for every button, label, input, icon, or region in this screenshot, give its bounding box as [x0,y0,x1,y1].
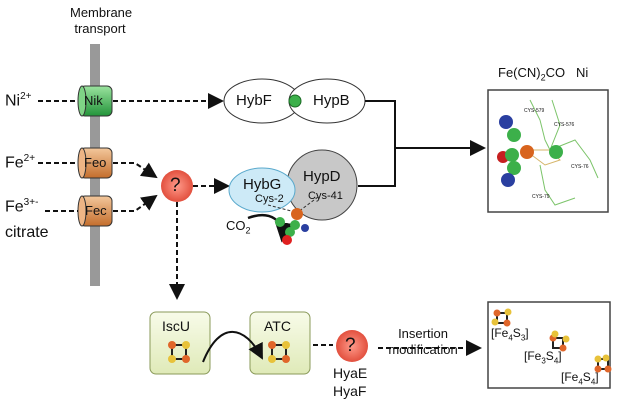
hybg-shape [228,167,296,213]
fe2-ion-label: Fe2+ [5,153,35,172]
atc-label: ATC [264,318,291,334]
co2-label: CO2 [226,218,251,236]
cluster-fe3s4: [Fe3S4] [524,349,562,365]
hypd-cys-label: Cys-41 [308,190,343,202]
fe3-text: Fe [5,198,24,216]
nickel-ball [288,94,302,108]
cys-579-label: CYS-579 [524,108,545,114]
fe2-charge: 2+ [23,153,36,164]
c1n1: 4 [508,333,513,343]
cluster-fe4s4: [Fe4S4] [561,370,599,386]
fe-cn-sub: 2 [540,72,546,83]
hybf-label: HybF [236,92,272,109]
co2-sub: 2 [245,225,251,236]
citrate-label: citrate [5,224,49,241]
ni-text: Ni [5,92,21,110]
clusters-box [487,301,611,389]
cys-76-label: CYS-76 [571,164,589,170]
fec-to-unknown-arrow [113,194,158,212]
fe2-text: Fe [5,154,24,172]
fe3-charge: 3+- [23,197,39,208]
nik-label: Nik [84,93,103,108]
unknown-circle-2 [336,330,368,362]
c3c: ] [595,370,599,384]
active-site-label: Fe(CN)2CO [498,65,565,83]
c2a: [Fe [524,349,542,363]
feo-label: Feo [84,155,107,170]
iscu-to-atc-arrow [202,331,263,363]
fe3-ion-label: Fe3+- [5,197,38,216]
c1b: S [512,326,521,340]
iscu-box [149,311,211,375]
c3b: S [582,370,591,384]
header-line2: transport [74,21,126,36]
c1c: ] [525,326,529,340]
co2-arrow [247,214,295,243]
nik-transporter [77,85,113,117]
hypd-label: HypD [303,168,341,185]
cluster-structures [491,308,612,373]
feo-to-unknown-arrow [113,162,158,179]
cluster-fe4s3: [Fe4S3] [491,326,529,342]
ni-charge: 2+ [20,91,32,102]
unknown-circle [161,170,193,202]
fe-co-cn-molecule [267,196,319,245]
fec-transporter [77,195,113,227]
insertion-line2: modification [388,342,458,357]
fes-cluster-iscu [168,341,190,363]
c3n2: 4 [590,377,596,387]
hybg-cys-label: Cys-2 [255,193,284,205]
c2b: S [545,349,554,363]
co2-text: CO [226,218,246,233]
maturation-connector [358,100,396,187]
cys-576-label: CYS-576 [554,122,575,128]
fec-label: Fec [85,203,107,218]
fes-cluster-atc [268,341,290,363]
feo-transporter [77,147,113,179]
hyaf-label: HyaF [333,383,367,399]
c3a: [Fe [561,370,579,384]
c2n2: 4 [553,356,559,366]
ni-site-label: Ni [576,65,589,80]
ni-ion-label: Ni2+ [5,91,32,110]
unknown-mark: ? [170,175,181,196]
iscu-label: IscU [162,318,190,334]
hybg-label: HybG [243,176,282,193]
insertion-line1: Insertion [398,326,448,341]
c2n1: 3 [541,356,546,366]
hypb-label: HypB [313,92,350,109]
cys-79-label: CYS-79 [532,194,550,200]
c2c: ] [558,349,562,363]
c1n2: 3 [520,333,526,343]
header-line1: Membrane [70,5,133,20]
hyae-label: HyaE [333,365,368,381]
fe-cn-text: Fe(CN) [498,65,541,80]
co-text: CO [545,65,566,80]
c1a: [Fe [491,326,509,340]
unknown-mark-2: ? [345,335,356,356]
c3n1: 4 [578,377,583,387]
active-site-structure [497,99,599,206]
